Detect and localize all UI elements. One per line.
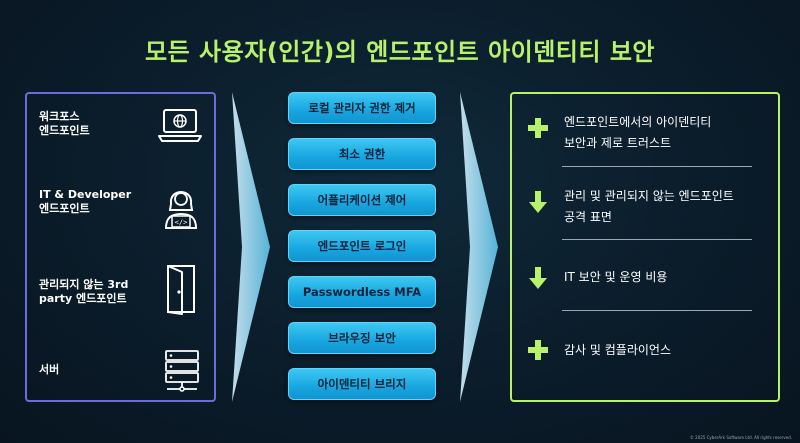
laptop-globe-icon: [158, 109, 202, 142]
divider: [562, 310, 752, 311]
control-endpoint-login[interactable]: 엔드포인트 로그인: [288, 230, 436, 262]
plus-icon: [528, 118, 548, 138]
control-passwordless-mfa[interactable]: Passwordless MFA: [288, 276, 436, 308]
endpoint-label: 서버: [39, 363, 60, 376]
endpoint-item-third-party: 관리되지 않는 3rd party 엔드포인트: [39, 264, 214, 315]
result-item: 관리 및 관리되지 않는 엔드포인트 공격 표면: [526, 189, 764, 234]
control-identity-bridge[interactable]: 아이덴티티 브리지: [288, 368, 436, 400]
chevron-arrow-left: [232, 92, 270, 402]
endpoint-item-workforce: 워크포스 엔드포인트: [39, 108, 214, 148]
copyright-footer: © 2025 CyberArk Software Ltd. All rights…: [689, 435, 792, 440]
page-title: 모든 사용자(인간)의 엔드포인트 아이덴티티 보안: [145, 38, 655, 66]
result-item: IT 보안 및 운영 비용: [526, 266, 764, 294]
chevron-arrow-right: [460, 92, 498, 402]
result-text: 관리 및 관리되지 않는 엔드포인트 공격 표면: [564, 189, 734, 224]
result-text: 감사 및 컴플라이언스: [564, 343, 671, 357]
endpoint-label: 워크포스 엔드포인트: [39, 110, 90, 137]
server-icon: [165, 350, 199, 392]
endpoint-label: 관리되지 않는 3rd party 엔드포인트: [39, 278, 129, 305]
result-item: 감사 및 컴플라이언스: [526, 338, 764, 366]
divider: [562, 166, 752, 167]
result-text: IT 보안 및 운영 비용: [564, 270, 668, 284]
endpoint-item-server: 서버: [39, 349, 214, 393]
control-remove-local-admin[interactable]: 로컬 관리자 권한 제거: [288, 92, 436, 124]
control-browsing-security[interactable]: 브라우징 보안: [288, 322, 436, 354]
control-application-control[interactable]: 어플리케이션 제어: [288, 184, 436, 216]
plus-icon: [528, 340, 548, 360]
divider: [562, 239, 752, 240]
endpoints-panel: 워크포스 엔드포인트 IT & Developer 엔드포인트 </> 관리되지…: [25, 92, 216, 402]
result-text: 엔드포인트에서의 아이덴티티 보안과 제로 트러스트: [564, 115, 712, 150]
endpoint-label: IT & Developer 엔드포인트: [39, 188, 132, 215]
result-item: 엔드포인트에서의 아이덴티티 보안과 제로 트러스트: [526, 115, 764, 160]
endpoint-item-developer: IT & Developer 엔드포인트 </>: [39, 182, 214, 232]
developer-laptop-icon: </>: [164, 191, 198, 229]
results-panel: 엔드포인트에서의 아이덴티티 보안과 제로 트러스트 관리 및 관리되지 않는 …: [510, 92, 780, 402]
svg-text:</>: </>: [175, 219, 188, 227]
down-arrow-icon: [529, 267, 547, 289]
open-door-icon: [167, 265, 195, 315]
down-arrow-icon: [529, 191, 547, 213]
control-least-privilege[interactable]: 최소 권한: [288, 138, 436, 170]
